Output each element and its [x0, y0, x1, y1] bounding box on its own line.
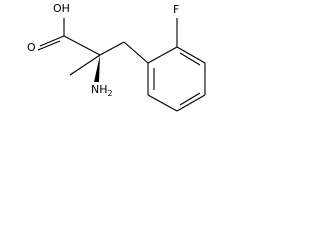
bond-ch2-ring [123, 41, 149, 64]
bond-alpha-methyl [69, 54, 101, 76]
hydroxyl-label: OH [53, 2, 70, 15]
ring-double-bond-a [179, 52, 201, 66]
ring-bond-5 [147, 94, 178, 112]
bond-alpha-ch2 [99, 41, 125, 56]
bond-carboxyl-alpha [63, 35, 101, 56]
fluorine-label: F [173, 3, 179, 16]
amine-subscript: 2 [108, 89, 113, 98]
carbonyl-oxygen-label: O [27, 41, 36, 54]
ring-bond-2 [176, 46, 206, 64]
bond-c-o-double-a [39, 35, 65, 47]
structure-diagram: OH O F NH2 [27, 2, 206, 112]
amine-label: NH2 [91, 83, 113, 98]
amine-nh: NH [91, 83, 108, 96]
ring-bond-1 [147, 46, 178, 64]
stereo-wedge-bond [94, 55, 100, 82]
ring-double-bond-b [179, 92, 201, 106]
ring-bond-4 [176, 94, 206, 112]
bond-c-o-double-b [37, 40, 61, 51]
